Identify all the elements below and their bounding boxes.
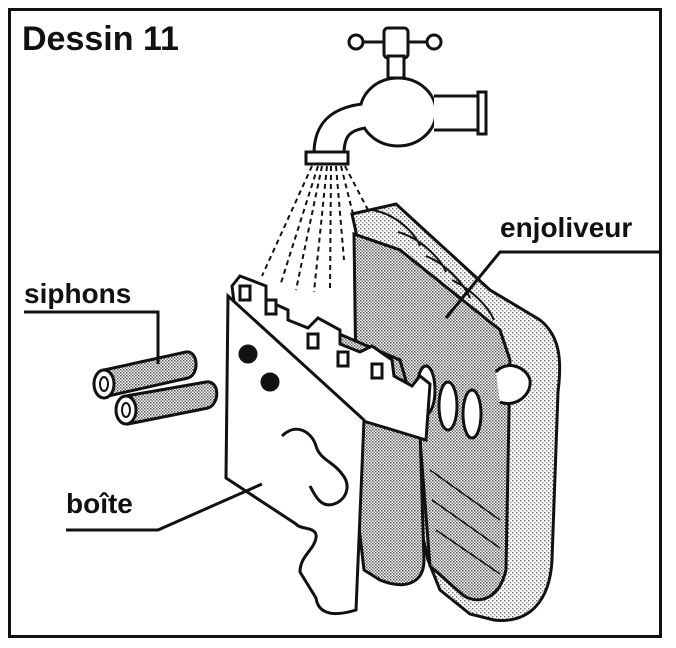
- enjoliveur-leader: [444, 250, 662, 319]
- figure-title: Dessin 11: [22, 20, 179, 58]
- figure-border: [8, 8, 662, 638]
- water-spray: [261, 165, 369, 293]
- boite-label: boîte: [66, 488, 133, 519]
- boite-part: [224, 274, 432, 615]
- leader-lines: [24, 250, 662, 532]
- siphons-label: siphons: [24, 278, 132, 309]
- boite-leader: [66, 482, 263, 532]
- siphons-part: [92, 350, 219, 426]
- faucet: [304, 26, 488, 166]
- enjoliveur-label: enjoliveur: [500, 212, 633, 243]
- siphons-leader: [24, 310, 160, 364]
